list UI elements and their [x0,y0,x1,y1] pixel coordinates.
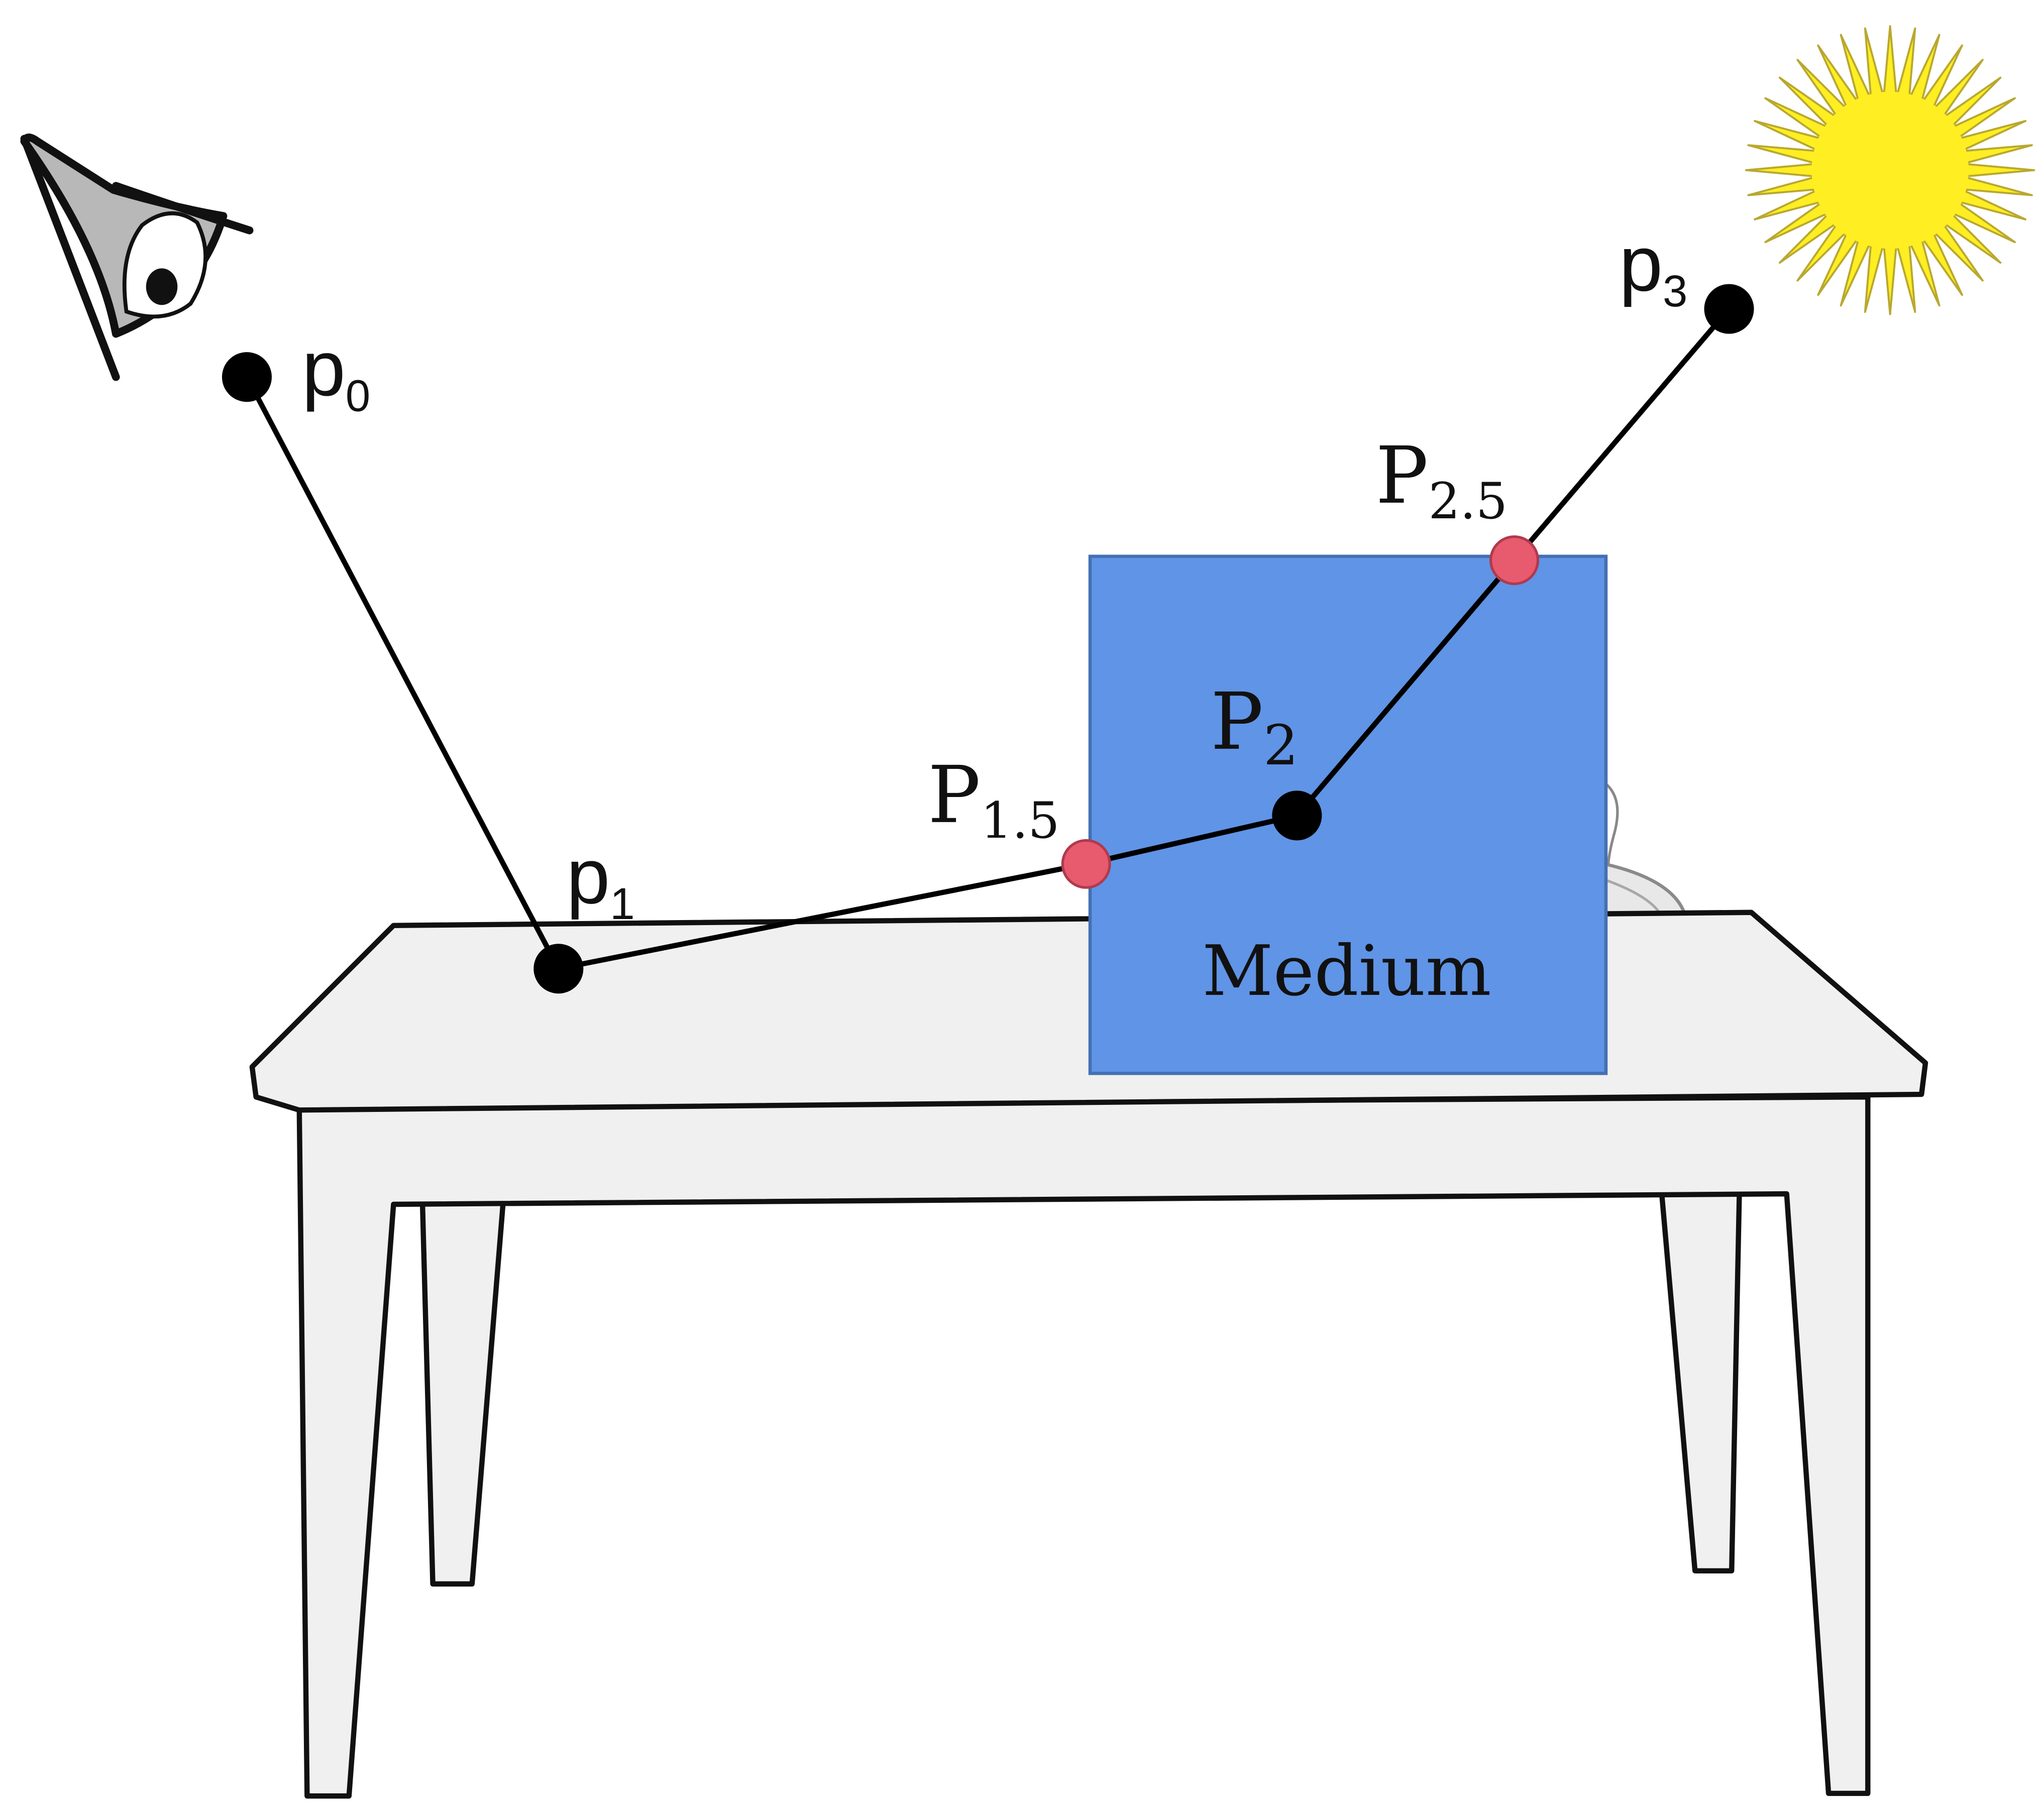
segment-p2-5-p3 [1512,307,1731,562]
segment-p2-p2-5 [1295,558,1517,818]
label-p0: p0 [302,324,370,420]
interface-point-p2-5 [1489,535,1540,586]
medium-box [1088,554,1608,1075]
vertex-p3 [1704,284,1754,334]
sun-icon [1745,25,2035,315]
vertex-p0 [222,352,272,402]
segment-p1-p1-5 [558,861,1087,971]
table-back-leg-right [1658,1182,1743,1574]
table-apron-and-legs [296,1094,1871,1799]
eye-icon [20,133,254,381]
segment-p0-p1 [244,376,561,970]
sun-core [1811,91,1969,249]
interface-point-p1-5 [1061,839,1111,889]
label-p2: P2 [1211,676,1299,777]
light-path [244,307,1731,971]
label-p1: p1 [566,832,634,928]
label-p2-5: P2.5 [1375,430,1508,530]
table-back-leg-left [419,1195,506,1587]
label-p1-5: P1.5 [928,749,1060,850]
vertex-p2 [1272,790,1322,841]
medium-label: Medium [1202,931,1491,1011]
segment-p1-5-p2 [1086,813,1298,867]
vertex-p1 [533,944,584,994]
label-p3: p3 [1619,220,1687,316]
